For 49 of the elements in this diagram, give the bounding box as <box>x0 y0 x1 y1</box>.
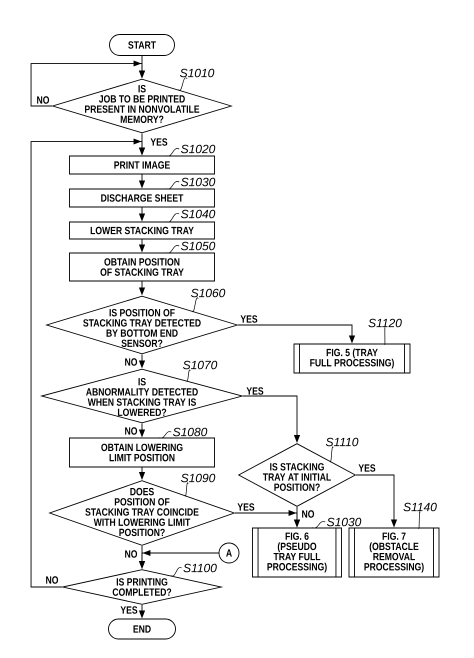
leader-line <box>186 370 191 382</box>
edge-label: NO <box>44 576 60 584</box>
arrow <box>30 138 146 588</box>
process-box: OBTAIN POSITION OF STACKING TRAY <box>69 252 215 282</box>
step-number: S1080 <box>173 428 208 436</box>
leader-line <box>384 327 386 345</box>
edge-label: NO <box>36 96 50 104</box>
terminal-box: START <box>109 34 175 56</box>
edge-label: YES <box>358 464 376 472</box>
edge-label: NO <box>124 426 138 436</box>
step-number: S1050 <box>181 242 216 250</box>
leader-line <box>312 521 326 528</box>
process-box: OBTAIN LOWERING LIMIT POSITION <box>69 438 215 468</box>
step-number: S1120 <box>368 318 402 328</box>
edge-label: YES <box>150 138 168 146</box>
step-number: S1090 <box>181 474 216 482</box>
edge-label: YES <box>240 314 258 324</box>
subprocess-box: FIG. 5 (TRAY FULL PROCESSING) <box>294 343 410 374</box>
leader-line <box>192 297 199 312</box>
leader-line <box>418 511 420 529</box>
process-box: DISCHARGE SHEET <box>69 188 215 208</box>
subprocess-box: FIG. 6 (PSEUDO TRAY FULL PROCESSING) <box>252 527 342 578</box>
leader-line <box>170 567 182 576</box>
leader-line <box>166 213 180 222</box>
leader-line <box>184 482 189 496</box>
edge-label: YES <box>120 606 138 614</box>
leader-line <box>166 181 180 190</box>
leader-line <box>330 446 334 462</box>
leader-line <box>178 78 188 91</box>
leader-line <box>159 431 172 438</box>
edge-label: NO <box>300 510 316 518</box>
subprocess-box: FIG. 7 (OBSTACLE REMOVAL PROCESSING) <box>348 527 440 578</box>
edge-label: NO <box>124 550 138 558</box>
edge-label: NO <box>124 358 138 366</box>
arrow <box>30 60 146 106</box>
step-number: S1040 <box>181 210 216 218</box>
leader-line <box>166 245 180 254</box>
step-number: S1020 <box>181 144 216 154</box>
step-number: S1030 <box>327 518 362 526</box>
step-number: S1030 <box>181 178 216 186</box>
terminal-box: END <box>108 618 176 640</box>
step-number: S1060 <box>191 288 226 298</box>
step-number: S1140 <box>403 502 437 512</box>
step-number: S1010 <box>180 68 214 78</box>
edge-label: YES <box>246 386 264 396</box>
step-number: S1070 <box>183 360 218 370</box>
process-box: LOWER STACKING TRAY <box>69 222 215 240</box>
process-box: PRINT IMAGE <box>69 156 215 174</box>
leader-line <box>166 148 180 156</box>
